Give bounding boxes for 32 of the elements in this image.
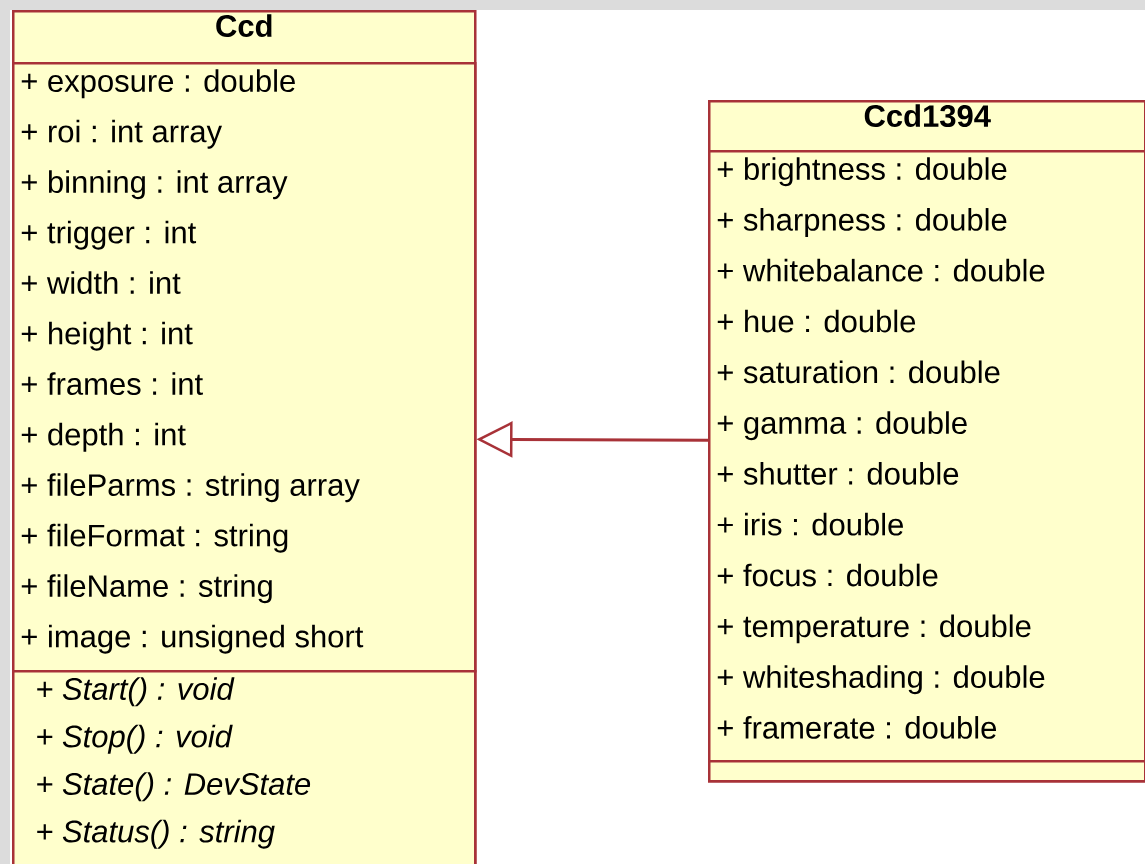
attribute-text: + fileName : string: [21, 574, 272, 604]
attribute-text: + hue : double: [717, 309, 916, 333]
operation-text: + Start() : void: [37, 677, 235, 707]
attribute-text: + iris : double: [717, 512, 903, 536]
attribute-text: + exposure : double: [21, 69, 295, 99]
attribute-text: + fileParms : string array: [21, 473, 360, 503]
attribute-text: + whitebalance : double: [717, 258, 1045, 282]
attribute-text: + framerate : double: [717, 716, 996, 739]
attribute-text: + shutter : double: [717, 462, 959, 485]
operation-compartment: [12, 670, 477, 864]
attribute-text: + trigger : int: [21, 220, 197, 250]
attribute-text: + depth : int: [21, 422, 186, 452]
attribute-text: + whiteshading : double: [717, 665, 1045, 695]
attribute-text: + width : int: [21, 271, 181, 294]
attribute-text: + image : unsigned short: [21, 624, 364, 654]
operation-text: + State() : DevState: [37, 772, 311, 802]
class-name: Ccd1394: [864, 104, 991, 128]
operation-text: + Stop() : void: [37, 724, 233, 754]
attribute-text: + frames : int: [21, 372, 203, 395]
operation-compartment: [708, 760, 1145, 783]
attribute-text: + binning : int array: [21, 170, 288, 200]
attribute-text: + sharpness : double: [717, 208, 1007, 237]
attribute-text: + fileFormat : string: [21, 523, 288, 553]
class-name: Ccd: [216, 14, 272, 37]
operation-text: + Status() : string: [37, 819, 275, 849]
attribute-text: + height : int: [21, 321, 193, 351]
attribute-text: + brightness : double: [717, 157, 1007, 187]
attribute-text: + gamma : double: [717, 411, 967, 441]
attribute-text: + roi : int array: [21, 119, 222, 149]
attribute-text: + temperature : double: [717, 614, 1031, 644]
attribute-text: + saturation : double: [717, 360, 1000, 384]
attribute-text: + focus : double: [717, 563, 938, 587]
